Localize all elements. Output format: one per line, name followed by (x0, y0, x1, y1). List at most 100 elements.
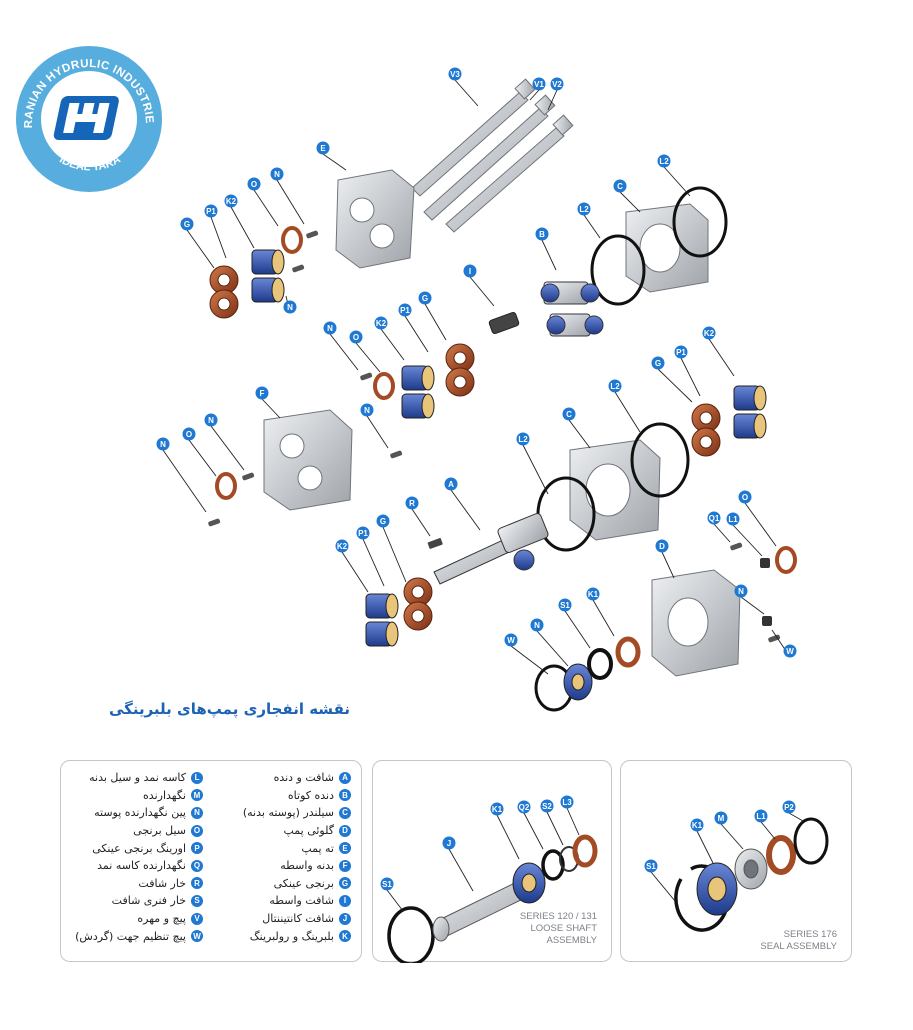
callout-leader-line (680, 357, 701, 397)
seal-assembly-caption: SERIES 176 SEAL ASSEMBLY (760, 929, 837, 953)
callout-s1: S1 (380, 877, 404, 912)
callout-badge (734, 584, 748, 598)
legend-item-text: ته پمپ (301, 841, 334, 855)
callout-leader-line (210, 425, 245, 471)
circlip-s1-loose (387, 906, 435, 963)
seal-l1-seal (766, 835, 796, 875)
callout-label: E (320, 144, 326, 153)
callout-label: V2 (552, 80, 562, 89)
pin-n-right-a (730, 542, 743, 551)
callout-badge (204, 413, 218, 427)
page-title: نقشه انفجاری پمپ‌های بلبرینگی (108, 700, 350, 718)
callout-leader-line (708, 338, 735, 377)
callout-o: O (738, 490, 777, 547)
logo-emblem-icon (53, 96, 119, 140)
callout-n: N (323, 321, 359, 371)
callout-badge (516, 432, 530, 446)
callout-badge (255, 386, 269, 400)
callout-label: R (409, 499, 415, 508)
callout-leader-line (454, 79, 479, 107)
callout-label: N (160, 440, 166, 449)
legend-letter-badge: D (339, 824, 351, 837)
legend-letter-badge: C (339, 806, 351, 819)
callout-badge (702, 326, 716, 340)
callout-label: K2 (704, 329, 715, 338)
callout-label: K2 (226, 197, 237, 206)
callout-p1: P1 (356, 526, 385, 587)
callout-leader-line (547, 89, 558, 111)
loose-caption-line-2: LOOSE SHAFT (530, 923, 597, 934)
callout-badge (504, 633, 518, 647)
callout-badge (247, 177, 261, 191)
callout-badge (224, 194, 238, 208)
callout-label: S2 (542, 802, 552, 811)
callout-label: P1 (358, 529, 368, 538)
callout-c: C (613, 179, 641, 213)
callout-label: F (260, 389, 265, 398)
callout-k2: K2 (702, 326, 735, 377)
callout-leader-line (541, 239, 557, 271)
callout-label: P1 (206, 207, 216, 216)
pin-n-upper-b (292, 264, 305, 273)
legend-letter-badge: L (191, 771, 203, 784)
callout-leader-line (713, 523, 731, 543)
callout-badge (316, 141, 330, 155)
callout-r: R (405, 496, 431, 537)
callout-leader-line (663, 166, 691, 197)
callout-label: D (659, 542, 665, 551)
bolt-v3 (411, 78, 536, 197)
callout-label: O (251, 180, 257, 189)
callout-label: P1 (676, 348, 686, 357)
bolt-v2 (445, 114, 574, 233)
callout-badge (182, 427, 196, 441)
callout-label: A (448, 480, 454, 489)
callout-leader-line (261, 398, 281, 419)
callout-badge (532, 77, 546, 91)
legend-letter-badge: J (339, 912, 351, 925)
oring-l2-middle-a (630, 422, 690, 498)
callout-leader-line (253, 189, 279, 227)
callout-badge (560, 795, 574, 809)
bolt-v1 (423, 94, 556, 221)
callout-label: S1 (382, 880, 392, 889)
callout-leader-line (522, 444, 549, 495)
legend-item-text: برنجی عینکی (273, 876, 334, 890)
callout-leader-line (386, 889, 404, 912)
callout-l2: L2 (577, 202, 601, 239)
bearing-k2-lower (365, 593, 399, 647)
callout-label: G (655, 359, 661, 368)
legend-item-text: بلبرینگ و رولبرینگ (249, 929, 334, 943)
retainer-q1 (587, 648, 613, 680)
callout-badge (550, 77, 564, 91)
callout-badge (356, 526, 370, 540)
callout-label: C (617, 182, 623, 191)
callout-badge (418, 291, 432, 305)
callout-badge (783, 644, 797, 658)
callout-n: N (283, 295, 297, 314)
callout-label: S1 (560, 601, 570, 610)
callout-leader-line (186, 229, 215, 269)
callout-leader-line (523, 812, 544, 850)
callout-badge (380, 877, 394, 891)
callout-leader-line (230, 206, 255, 249)
legend-letter-badge: N (191, 806, 203, 819)
callout-leader-line (510, 645, 549, 675)
callout-leader-line (496, 814, 520, 860)
callout-badge (448, 67, 462, 81)
legend-item-text: پیچ تنظیم جهت (گردش) (75, 929, 186, 943)
callout-badge (644, 859, 658, 873)
legend-item-text: نگهدارنده (143, 788, 186, 802)
callout-leader-line (696, 830, 714, 864)
callout-label: K1 (588, 590, 599, 599)
callout-f: F (255, 386, 281, 419)
